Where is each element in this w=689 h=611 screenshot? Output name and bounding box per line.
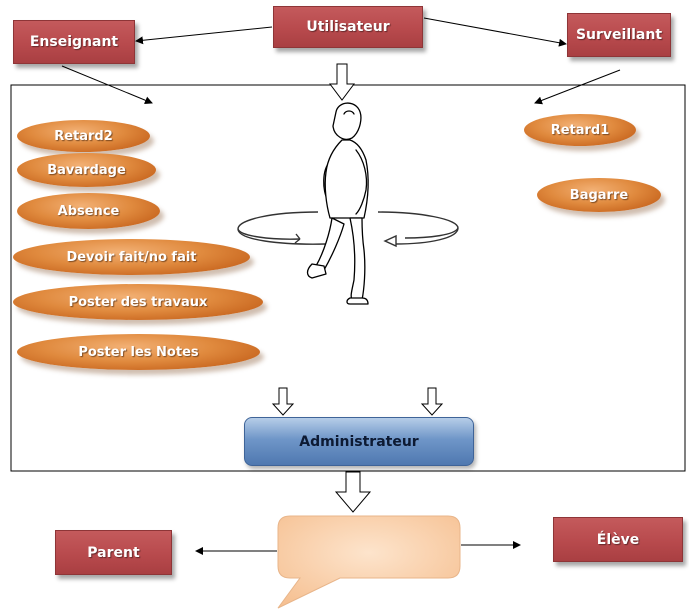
arrow-enseignant-frame (61, 65, 153, 105)
administrateur-box: Administrateur (244, 417, 474, 466)
eleve-box: Élève (553, 517, 683, 562)
hollow-arrow-right (420, 387, 444, 416)
utilisateur-box: Utilisateur (273, 6, 423, 48)
speech-bubble (277, 515, 461, 609)
walking-student-icon (306, 102, 369, 305)
surveillant-box: Surveillant (567, 13, 671, 57)
action-bavardage: Bavardage (17, 153, 156, 187)
arrow-utilisateur-surveillant (423, 17, 567, 47)
action-bagarre: Bagarre (537, 178, 661, 212)
action-retard2: Retard2 (17, 120, 150, 152)
arrow-surveillant-frame (534, 69, 621, 105)
action-poster-notes: Poster les Notes (17, 334, 260, 370)
rotation-arrows (237, 211, 459, 248)
parent-box: Parent (55, 530, 172, 575)
hollow-arrow-top (329, 63, 355, 101)
action-absence: Absence (17, 193, 160, 229)
hollow-arrow-left (271, 387, 295, 416)
action-retard1: Retard1 (524, 114, 636, 146)
hollow-arrow-bottom (334, 471, 372, 513)
action-devoir: Devoir fait/no fait (13, 239, 250, 275)
enseignant-box: Enseignant (13, 20, 135, 64)
arrow-utilisateur-enseignant (135, 26, 273, 45)
action-poster-travaux: Poster des travaux (13, 284, 263, 320)
